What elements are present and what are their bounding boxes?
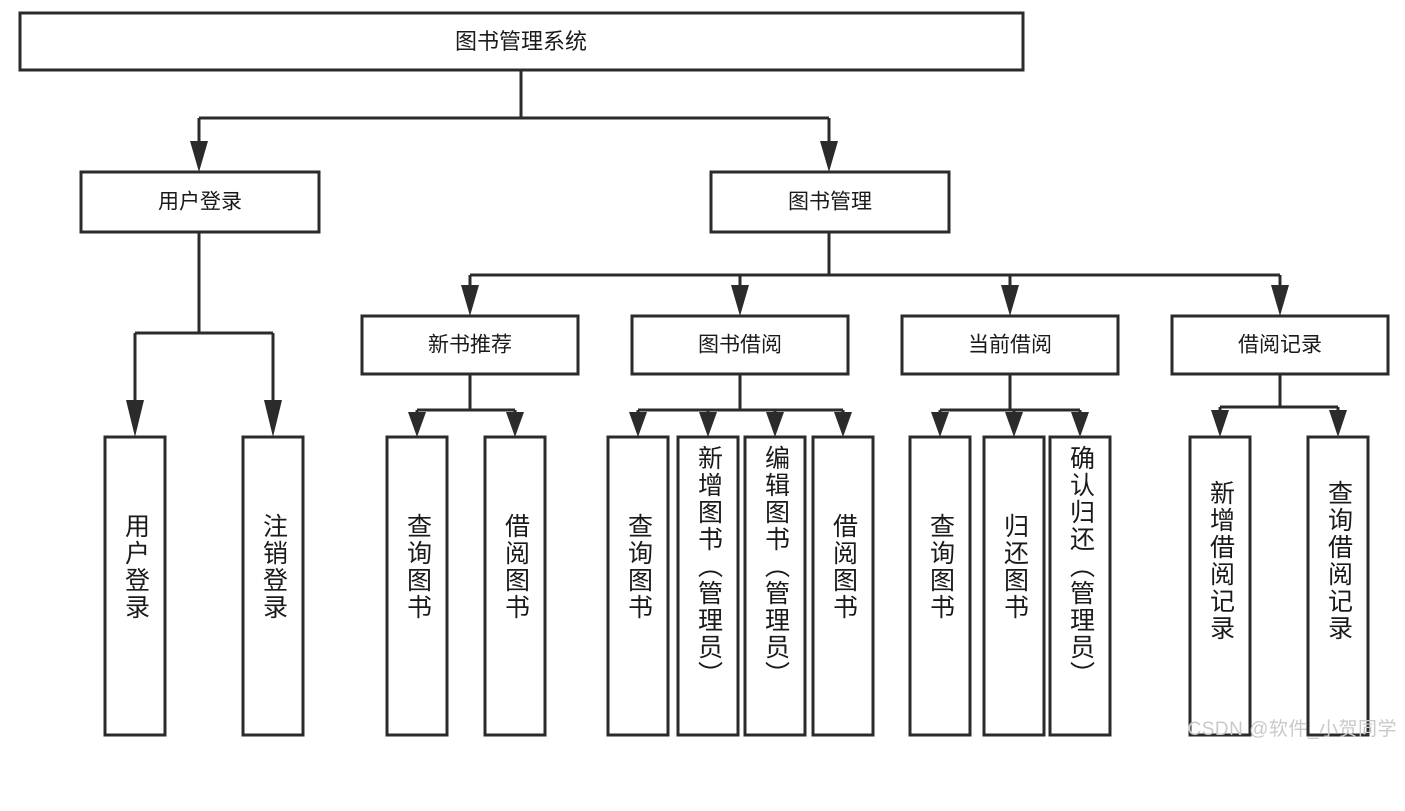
node-root-box[interactable] — [18, 11, 1025, 72]
node-book-borrow[interactable]: 图书借阅 — [630, 314, 850, 376]
node-book-management-label: 图书管理 — [788, 191, 872, 214]
connector-group-book-mgmt — [461, 232, 1289, 316]
leaf-box-query-book-1[interactable] — [385, 435, 449, 737]
arrow-head-icon — [264, 400, 282, 437]
arrow-head-icon — [126, 400, 144, 437]
leaf-box-query-book-3[interactable] — [908, 435, 972, 737]
node-borrow-record-box[interactable] — [1170, 314, 1390, 376]
leaf-box-borrow-book-1[interactable] — [483, 435, 547, 737]
node-new-book-recommend-box[interactable] — [360, 314, 580, 376]
leaf-box-borrow-book-2[interactable] — [811, 435, 875, 737]
leaf-box-user-login[interactable] — [103, 435, 167, 737]
node-book-management[interactable]: 图书管理 — [709, 170, 951, 234]
node-new-book-recommend[interactable]: 新书推荐 — [360, 314, 580, 376]
leaf-box-edit-book-admin[interactable] — [743, 435, 807, 737]
arrow-head-icon — [506, 412, 524, 437]
leaf-box-add-borrow-record[interactable] — [1188, 435, 1252, 737]
node-current-borrow[interactable]: 当前借阅 — [900, 314, 1120, 376]
arrow-head-icon — [1211, 410, 1229, 437]
node-borrow-record[interactable]: 借阅记录 — [1170, 314, 1390, 376]
arrow-head-icon — [820, 141, 838, 172]
arrow-head-icon — [766, 412, 784, 437]
node-root-label: 图书管理系统 — [455, 29, 587, 54]
arrow-head-icon — [1005, 412, 1023, 437]
node-borrow-record-label: 借阅记录 — [1238, 334, 1322, 357]
connector-group-current-borrow — [931, 374, 1089, 437]
leaf-box-add-book-admin[interactable] — [676, 435, 740, 737]
connector-group-book-borrow — [629, 374, 852, 437]
node-current-borrow-box[interactable] — [900, 314, 1120, 376]
node-root[interactable]: 图书管理系统 — [18, 11, 1025, 72]
arrow-head-icon — [834, 412, 852, 437]
node-book-borrow-box[interactable] — [630, 314, 850, 376]
arrow-head-icon — [731, 285, 749, 316]
leaf-box-confirm-return-admin[interactable] — [1048, 435, 1112, 737]
arrow-head-icon — [1329, 410, 1347, 437]
leaf-box-return-book[interactable] — [982, 435, 1046, 737]
connector-group-borrow-record — [1211, 374, 1347, 437]
arrow-head-icon — [629, 412, 647, 437]
node-user-login-label: 用户登录 — [158, 191, 242, 214]
node-user-login-box[interactable] — [79, 170, 321, 234]
connector-group-new-book — [408, 374, 524, 437]
arrow-head-icon — [1001, 285, 1019, 316]
arrow-head-icon — [461, 285, 479, 316]
node-new-book-recommend-label: 新书推荐 — [428, 334, 512, 357]
leaf-box-query-borrow-record[interactable] — [1306, 435, 1370, 737]
arrow-head-icon — [1071, 412, 1089, 437]
arrow-head-icon — [931, 412, 949, 437]
leaf-box-query-book-2[interactable] — [606, 435, 670, 737]
node-user-login[interactable]: 用户登录 — [79, 170, 321, 234]
connector-group-user-login — [126, 232, 282, 437]
connector-group-root — [190, 70, 838, 172]
system-structure-diagram: 图书管理系统 用户登录 图书管理 新书推荐 图书借阅 当前借阅 借阅记录 — [18, 11, 1390, 737]
arrow-head-icon — [408, 412, 426, 437]
leaf-boxes — [103, 435, 1370, 737]
arrow-head-icon — [699, 412, 717, 437]
node-current-borrow-label: 当前借阅 — [968, 334, 1052, 357]
leaf-box-logout[interactable] — [241, 435, 305, 737]
node-book-borrow-label: 图书借阅 — [698, 334, 782, 357]
arrow-head-icon — [1271, 285, 1289, 316]
csdn-watermark: CSDN @软件_小贺同学 — [1187, 719, 1397, 740]
node-book-management-box[interactable] — [709, 170, 951, 234]
arrow-head-icon — [190, 141, 208, 172]
